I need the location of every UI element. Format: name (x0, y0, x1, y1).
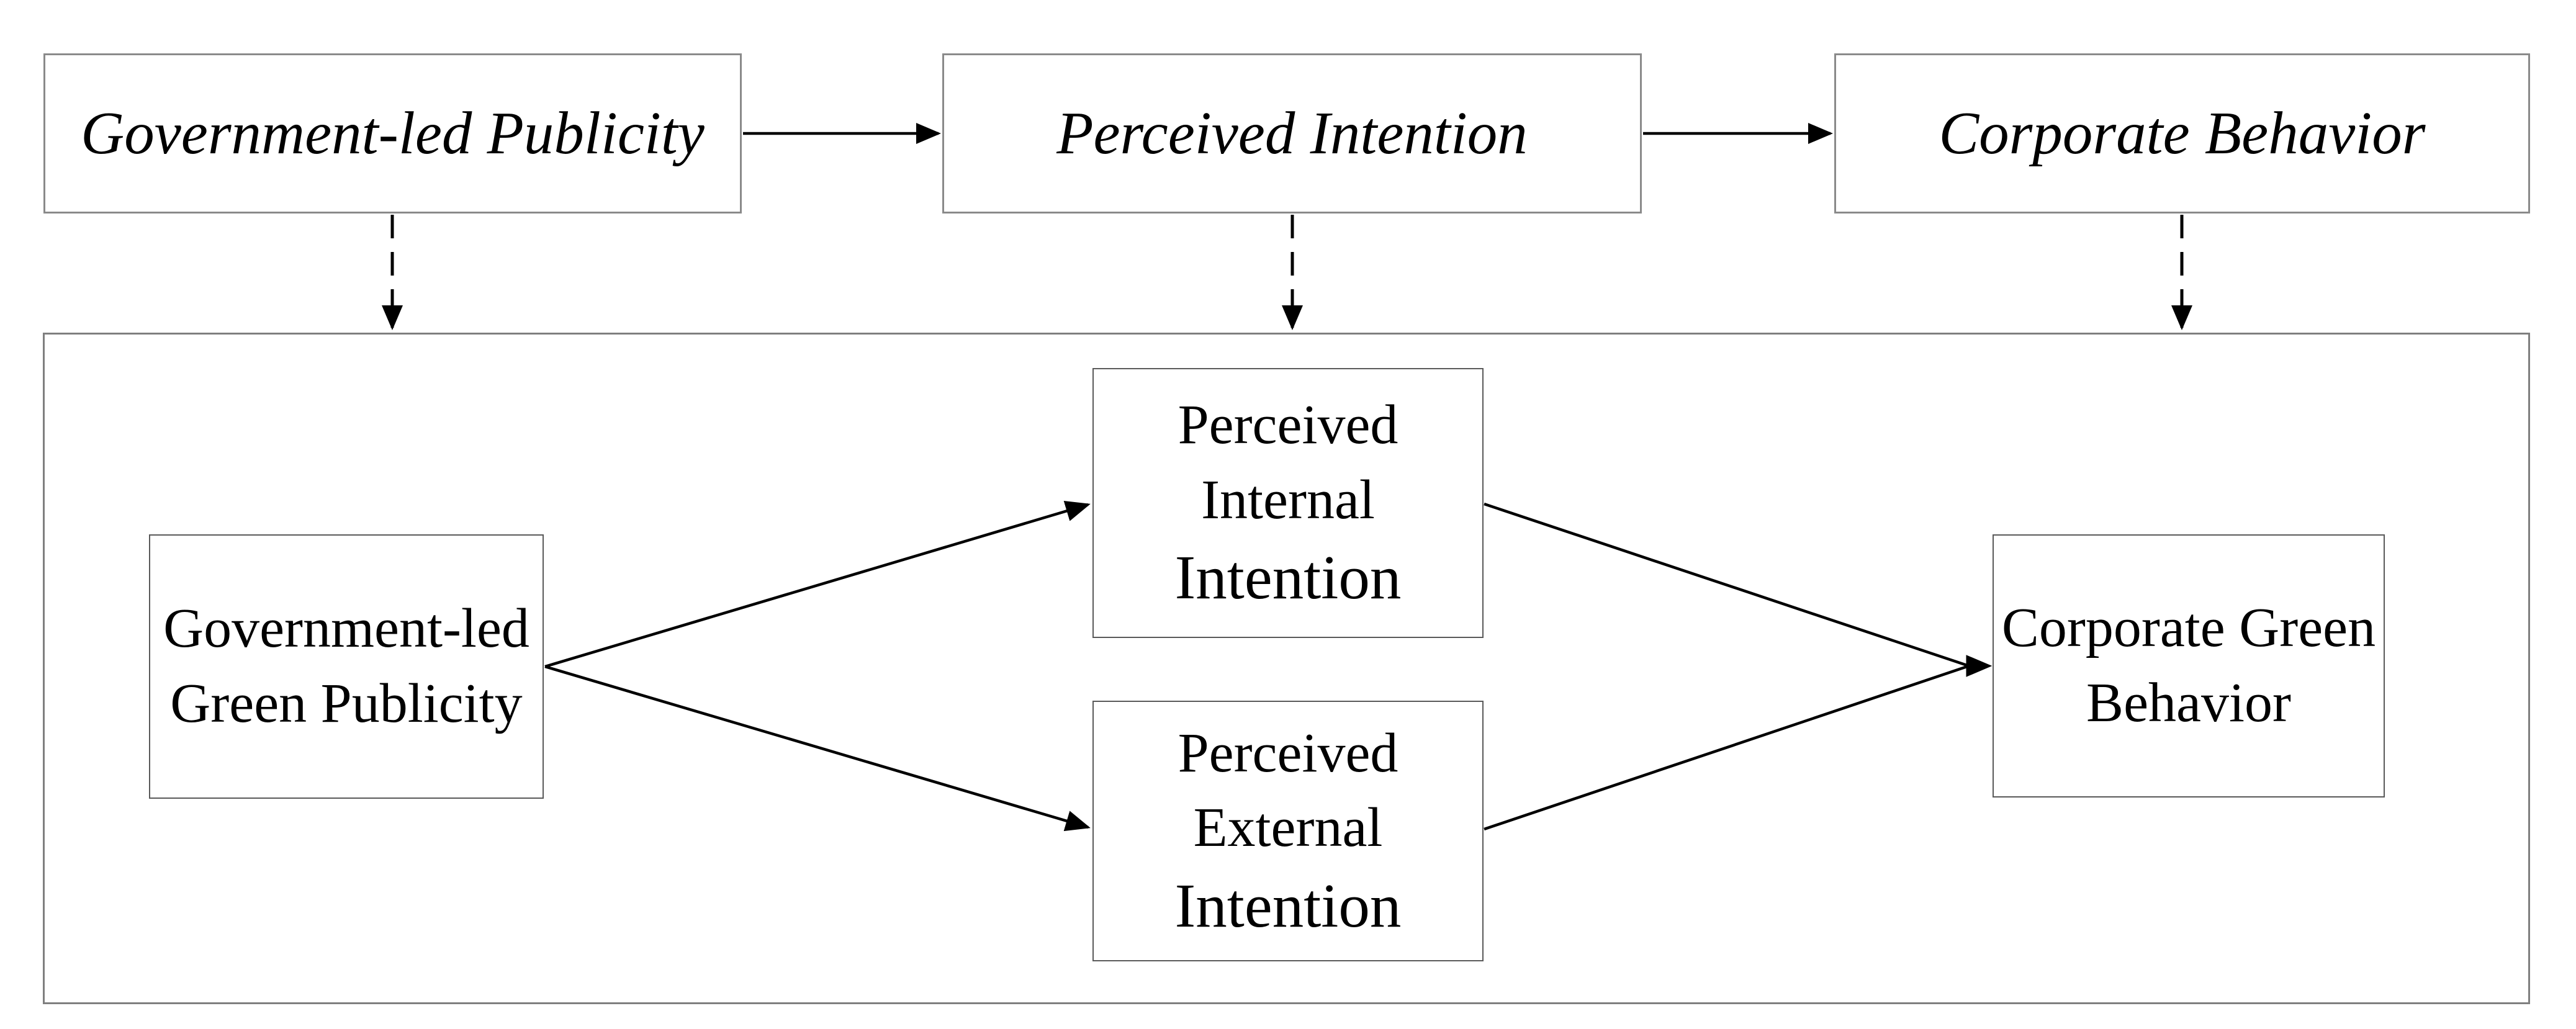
box-government-led-green-publicity-line2: Green Publicity (170, 673, 523, 734)
box-corporate-behavior: Corporate Behavior (1834, 53, 2530, 213)
box-corporate-green-behavior: Corporate Green Behavior (1993, 534, 2385, 798)
box-perceived-internal-intention: Perceived Internal Intention (1092, 368, 1484, 638)
box-government-led-green-publicity-line1: Government-led (163, 598, 529, 660)
box-government-led-publicity-label: Government-led Publicity (81, 99, 705, 166)
box-government-led-publicity: Government-led Publicity (43, 53, 742, 213)
box-government-led-green-publicity: Government-led Green Publicity (149, 534, 544, 799)
box-perceived-internal-intention-line3: Intention (1174, 542, 1402, 613)
box-perceived-external-intention: Perceived External Intention (1092, 701, 1484, 961)
box-perceived-external-intention-line1: Perceived (1178, 722, 1398, 784)
box-corporate-green-behavior-line1: Corporate Green (2001, 597, 2376, 659)
box-perceived-intention: Perceived Intention (942, 53, 1642, 213)
box-perceived-external-intention-line3: Intention (1174, 870, 1402, 940)
box-corporate-behavior-label: Corporate Behavior (1939, 99, 2426, 166)
box-perceived-internal-intention-line1: Perceived (1178, 394, 1398, 456)
box-perceived-internal-intention-line2: Internal (1201, 469, 1375, 531)
box-perceived-external-intention-line2: External (1193, 797, 1383, 859)
box-corporate-green-behavior-line2: Behavior (2086, 672, 2291, 734)
box-perceived-intention-label: Perceived Intention (1056, 99, 1528, 166)
